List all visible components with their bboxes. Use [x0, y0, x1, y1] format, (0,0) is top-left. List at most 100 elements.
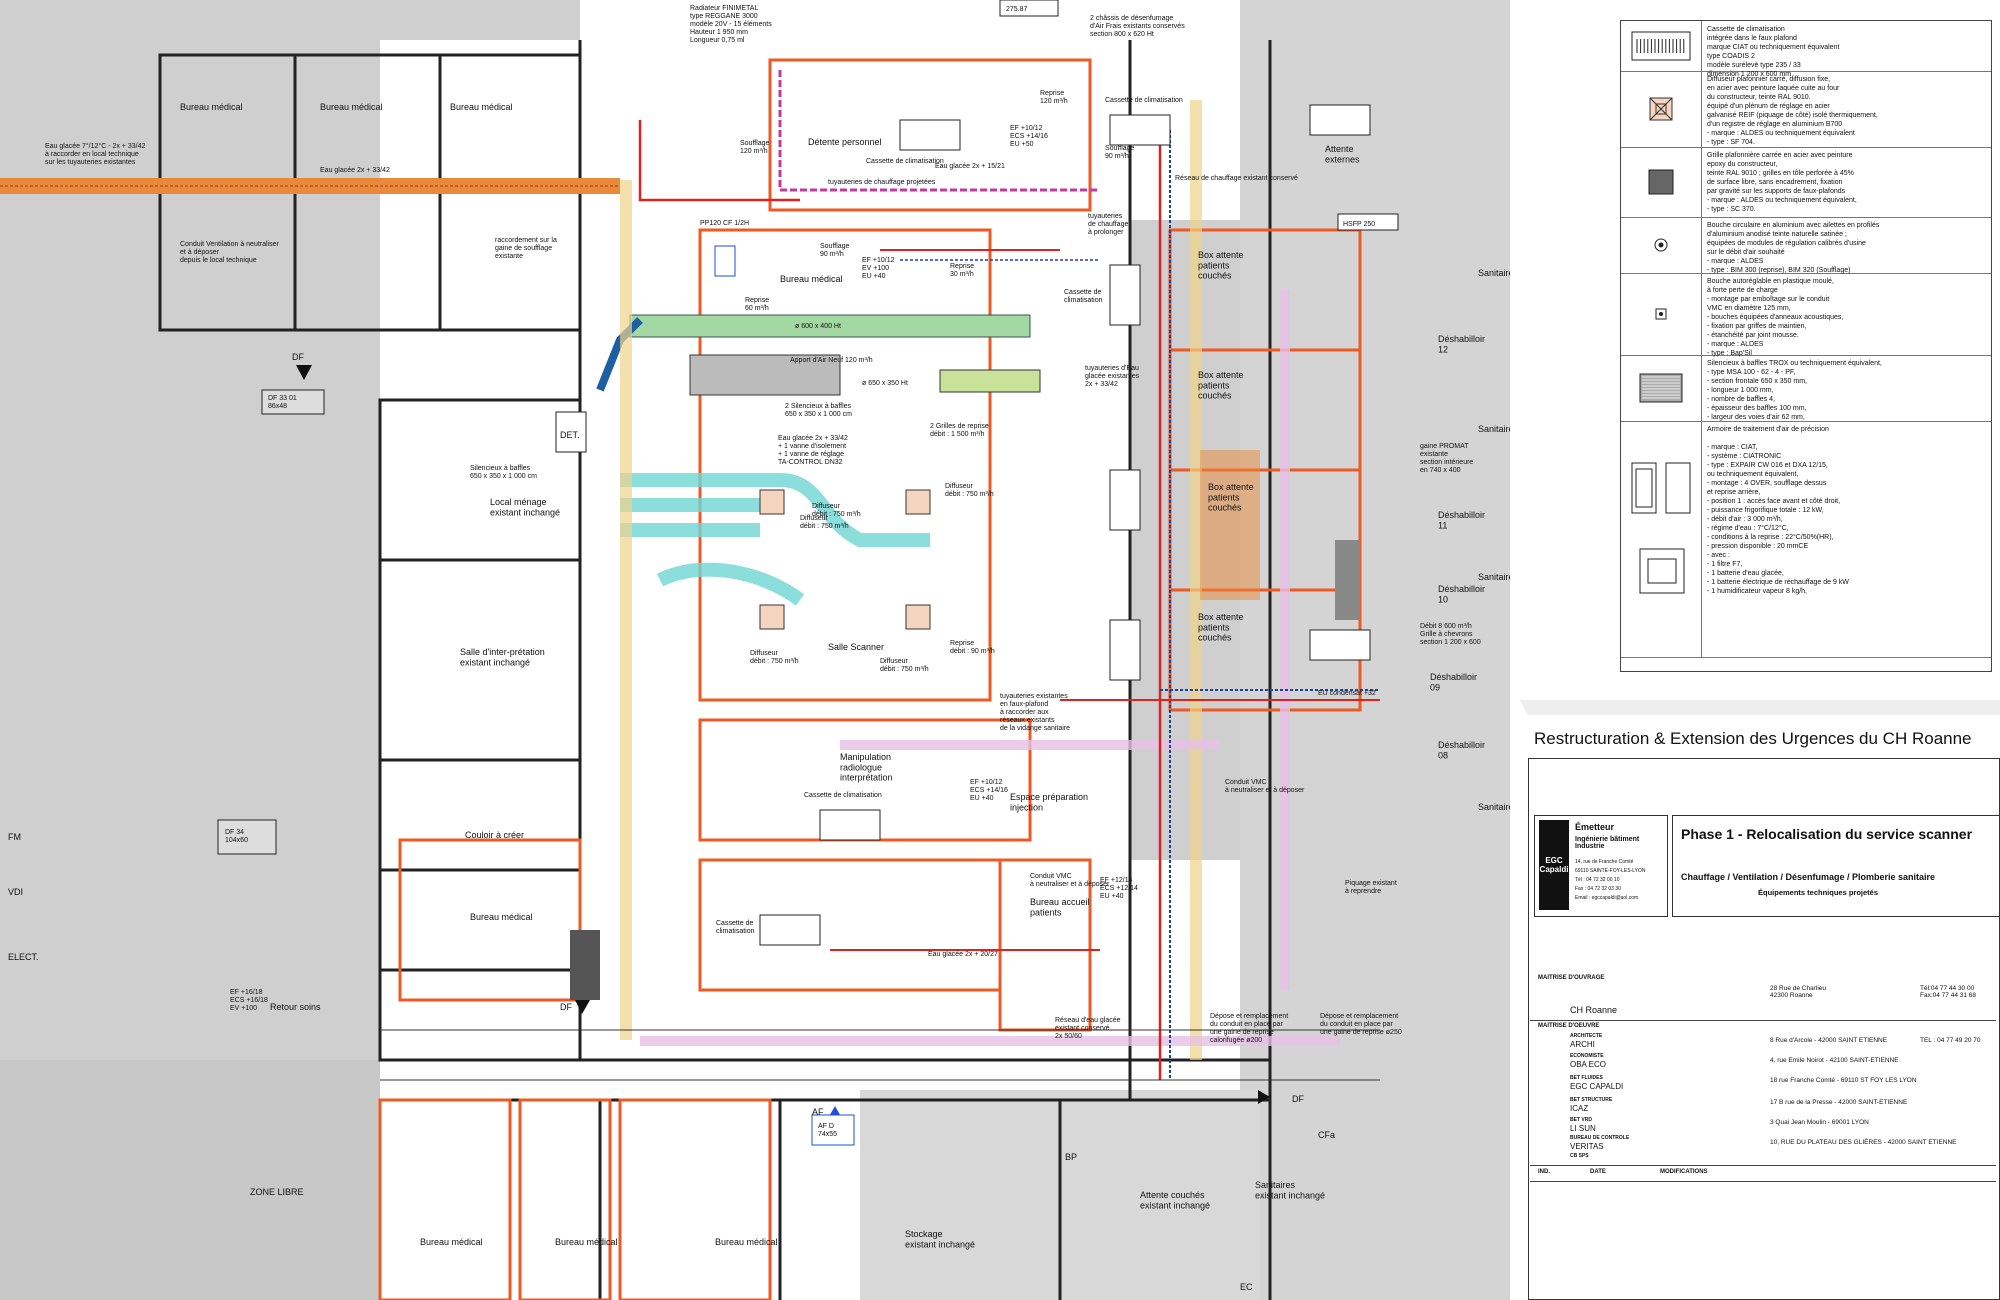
grille-icon	[1621, 147, 1702, 217]
shaft-dark	[570, 930, 600, 1000]
room-cfa: CFa	[1318, 1130, 1335, 1140]
room-elect: ELECT.	[8, 952, 39, 962]
col-ind: IND.	[1538, 1169, 1550, 1175]
bet-fluides-name: EGC CAPALDI	[1570, 1082, 1624, 1091]
room-bureau-medical-5: Bureau médical	[470, 912, 533, 922]
room-sanitaire-4: Sanitaire	[1478, 802, 1510, 812]
promat-shaft	[1200, 450, 1260, 600]
bouche-auto-icon	[1621, 273, 1702, 355]
pipework	[380, 70, 1380, 1081]
supply-ducts	[596, 100, 1340, 1060]
cassette-icon	[1621, 21, 1702, 71]
label-pp120: PP120 CF 1/2H	[700, 220, 749, 227]
maitrise-oeuvre-label: MAITRISE D'OEUVRE	[1538, 1023, 1600, 1029]
room-retour-soins: Retour soins	[270, 1002, 321, 1012]
bet-fluides-role: BET FLUIDES	[1570, 1075, 1603, 1081]
room-salle-scanner: Salle Scanner	[828, 642, 884, 652]
economiste-role: ECONOMISTE	[1570, 1053, 1604, 1059]
grille-block	[1335, 540, 1360, 620]
divider-2	[1530, 1165, 1996, 1166]
note-reseau-chauffage: Réseau de chauffage existant conservé	[1175, 175, 1298, 182]
egc-logo-text: EGC Capaldi	[1539, 856, 1569, 874]
legend-text: Cassette de climatisation intégrée dans …	[1707, 26, 1840, 78]
emetteur-address: 14, rue de Franche Comté 69110 SAINTE-FO…	[1575, 859, 1646, 901]
room-sanitaire-1: Sanitaire	[1478, 268, 1510, 278]
col-modifications: MODIFICATIONS	[1660, 1169, 1708, 1175]
room-sanitaire-2: Sanitaire	[1478, 424, 1510, 434]
label-hsfp: HSFP 250	[1343, 221, 1375, 228]
legend-row: Armoire de traitement d'air de précision…	[1621, 421, 1991, 658]
legend-row: Diffuseur plafonnier carré, diffusion fi…	[1621, 71, 1991, 148]
legend-row: Grille plafonnière carrée en acier avec …	[1621, 147, 1991, 218]
note-eau-glacee-15: Eau glacée 2x + 15/21	[935, 163, 1005, 170]
elev-box	[999, 0, 1059, 17]
emetteur-sub: Ingénierie bâtiment Industrie	[1575, 836, 1640, 850]
bet-vrd-role: BET VRD	[1570, 1117, 1592, 1123]
label-elevation: 275.87	[1006, 6, 1028, 13]
bet-vrd-address: 3 Quai Jean Moulin - 69001 LYON	[1770, 1119, 1869, 1126]
economiste-name: OBA ECO	[1570, 1060, 1607, 1069]
bet-fluides-address: 18 rue Franche Comté - 69110 ST FOY LES …	[1770, 1077, 1917, 1084]
note-apport-air: Apport d'Air Neuf 120 m³/h	[790, 357, 873, 364]
room-bureau-medical-1: Bureau médical	[180, 102, 243, 112]
controle-address: 10, RUE DU PLATEAU DES GLIÈRES - 42000 S…	[1770, 1139, 1957, 1146]
note-eau-glacee-20: Eau glacée 2x + 20/27	[928, 951, 998, 958]
room-bureau-medical-2: Bureau médical	[320, 102, 383, 112]
note-cassette-1: Cassette de climatisation	[866, 158, 944, 165]
architecte-phone: TEL : 04 77 49 20 70	[1920, 1037, 1981, 1044]
silencieux-icon	[1621, 355, 1702, 421]
client-phone: Tél:04 77 44 30 00 Fax:04 77 44 31 68	[1920, 985, 1977, 999]
new-partitions	[378, 58, 1362, 1300]
room-couloir: Couloir à créer	[465, 830, 524, 840]
bet-vrd-name: LI SUN	[1570, 1124, 1596, 1133]
room-vdi: VDI	[8, 887, 23, 897]
col-date: DATE	[1590, 1169, 1606, 1175]
df-34-box	[217, 819, 277, 855]
label-df-1: DF	[292, 352, 304, 362]
note-eu-condensat: EU condensat +32	[1318, 690, 1376, 697]
legend-text: Grille plafonnière carrée en acier avec …	[1707, 152, 1857, 213]
note-cassette-4: Cassette de climatisation	[804, 792, 882, 799]
phase-subtitle: Chauffage / Ventilation / Désenfumage / …	[1681, 872, 1936, 882]
room-det: DET.	[560, 430, 580, 440]
economiste-address: 4, rue Emile Noirot - 42100 SAINT-ETIENN…	[1770, 1057, 1899, 1064]
legend-text: Armoire de traitement d'air de précision…	[1707, 426, 1849, 595]
existing-zone-top	[380, 0, 580, 40]
note-tuyauteries-chauffage: tuyauteries de chauffage projetées	[828, 179, 936, 186]
